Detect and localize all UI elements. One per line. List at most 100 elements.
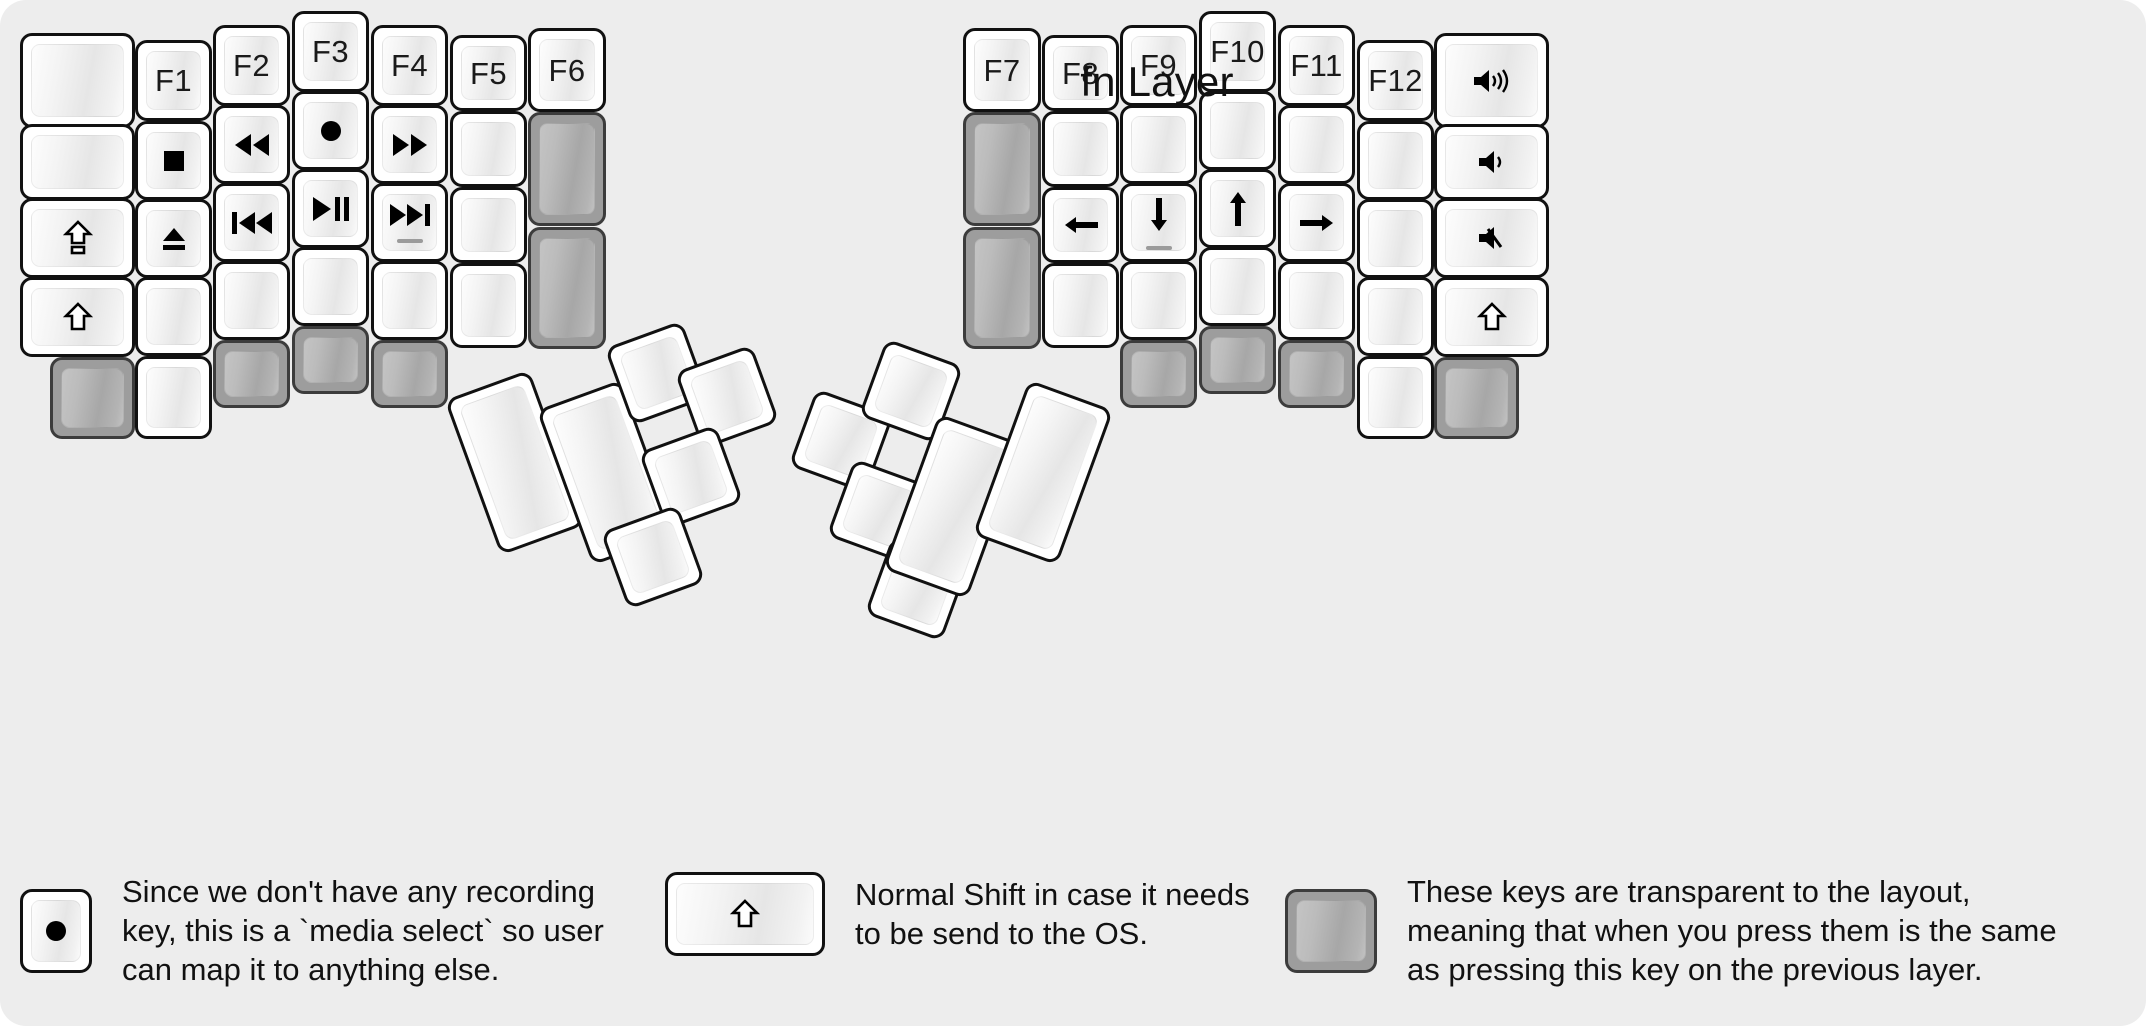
key-r-c4-f10-label-group: F10	[1211, 36, 1264, 67]
key-l-c1-r5[interactable]	[50, 357, 135, 439]
key-r-c1-f7-cap: F7	[974, 39, 1030, 101]
key-r-c4-f10[interactable]: F10	[1199, 11, 1276, 92]
key-l-c7-f6-cap: F6	[539, 39, 595, 101]
key-r-c5-r5[interactable]	[1278, 340, 1355, 408]
key-l-c3-r4[interactable]	[213, 261, 290, 340]
legend-item-3: These keys are transparent to the layout…	[1285, 872, 2057, 989]
key-l-c4-r5[interactable]	[292, 326, 369, 394]
key-l-c6-r2[interactable]	[450, 111, 527, 187]
key-l-c2-r3-label-group	[158, 224, 190, 254]
key-r-c1-r3[interactable]	[963, 227, 1041, 349]
key-r-c4-r3[interactable]	[1199, 169, 1276, 248]
key-r-c5-f11[interactable]: F11	[1278, 25, 1355, 106]
key-r-c6-r2-cap	[1368, 132, 1423, 189]
key-r-c1-f7[interactable]: F7	[963, 28, 1041, 112]
capslock-icon	[62, 219, 93, 257]
key-l-c4-f3[interactable]: F3	[292, 11, 369, 92]
key-r-c7-r1[interactable]	[1434, 33, 1549, 128]
key-r-thumb-big-2-cap	[986, 393, 1100, 552]
key-r-c3-r4-cap	[1131, 272, 1186, 329]
record-key-sample-cap	[31, 899, 81, 962]
key-l-c6-f5[interactable]: F5	[450, 35, 527, 111]
key-r-c1-r2[interactable]	[963, 112, 1041, 226]
key-r-c5-r4[interactable]	[1278, 261, 1355, 340]
key-l-c1-r1[interactable]	[20, 33, 135, 128]
key-r-c6-r2[interactable]	[1357, 121, 1434, 200]
key-r-c2-r3[interactable]	[1042, 187, 1119, 263]
legend-key-1	[20, 888, 92, 973]
key-r-c6-r4-cap	[1368, 288, 1423, 345]
key-r-c5-r3[interactable]	[1278, 183, 1355, 262]
key-r-c7-r4-cap	[1445, 288, 1538, 346]
key-l-c3-r3[interactable]	[213, 183, 290, 262]
key-r-c3-f9[interactable]: F9	[1120, 25, 1197, 106]
key-r-c6-r4[interactable]	[1357, 277, 1434, 356]
key-r-c6-r3[interactable]	[1357, 199, 1434, 278]
key-r-c2-r4[interactable]	[1042, 263, 1119, 348]
key-l-c7-r2[interactable]	[528, 112, 606, 226]
key-l-c2-r4[interactable]	[135, 277, 212, 356]
record-key-sample[interactable]	[20, 888, 92, 973]
key-l-c7-f6[interactable]: F6	[528, 28, 606, 112]
key-r-c6-r5[interactable]	[1357, 356, 1434, 439]
eject-icon	[158, 224, 190, 254]
key-l-c5-r3[interactable]	[371, 183, 448, 262]
key-l-c2-r5[interactable]	[135, 356, 212, 439]
key-r-c5-r3-cap	[1289, 194, 1344, 251]
key-l-c5-r4[interactable]	[371, 261, 448, 340]
key-l-c1-r3[interactable]	[20, 198, 135, 278]
key-r-c3-r2[interactable]	[1120, 105, 1197, 184]
key-l-c5-r2[interactable]	[371, 105, 448, 184]
key-l-c4-r3-cap	[303, 180, 358, 237]
key-l-c2-r3[interactable]	[135, 199, 212, 278]
key-l-c1-r2-cap	[31, 135, 124, 189]
key-l-c5-f4[interactable]: F4	[371, 25, 448, 106]
key-l-c3-r5[interactable]	[213, 340, 290, 408]
key-l-c2-r2[interactable]	[135, 121, 212, 200]
key-l-c4-r5-cap	[303, 337, 358, 383]
key-r-c3-f9-label: F9	[1140, 48, 1177, 83]
key-l-c3-f2[interactable]: F2	[213, 25, 290, 106]
key-l-c6-r3[interactable]	[450, 187, 527, 263]
key-r-c4-r2[interactable]	[1199, 91, 1276, 170]
key-l-c7-f6-label-group: F6	[549, 55, 586, 86]
key-l-c7-r3[interactable]	[528, 227, 606, 349]
key-l-c2-r1-label: F1	[155, 63, 192, 98]
key-l-c4-r3[interactable]	[292, 169, 369, 248]
shift-key-sample[interactable]	[665, 872, 825, 956]
key-l-c2-r2-cap	[146, 132, 201, 189]
key-l-c1-r4[interactable]	[20, 277, 135, 357]
volume-down-icon	[1475, 147, 1509, 177]
key-r-c6-f12[interactable]: F12	[1357, 40, 1434, 121]
key-r-c4-r5[interactable]	[1199, 326, 1276, 394]
key-l-c4-r2[interactable]	[292, 91, 369, 170]
key-r-c5-f11-cap: F11	[1289, 36, 1344, 95]
key-l-c1-r3-label-group	[62, 219, 93, 257]
key-l-c3-r2-label-group	[232, 132, 272, 158]
key-l-c2-r5-cap	[146, 367, 201, 428]
key-l-c5-r3-label-group	[388, 202, 432, 228]
key-l-c2-r1[interactable]: F1	[135, 40, 212, 121]
legend-key-3	[1285, 888, 1377, 973]
key-r-c4-r4[interactable]	[1199, 247, 1276, 326]
key-r-c3-r3[interactable]	[1120, 183, 1197, 262]
key-r-c3-r3-homing-bar	[1145, 246, 1172, 250]
key-r-c7-r3[interactable]	[1434, 198, 1549, 278]
key-r-c3-r5[interactable]	[1120, 340, 1197, 408]
key-l-c3-r2[interactable]	[213, 105, 290, 184]
key-r-c7-r4[interactable]	[1434, 277, 1549, 357]
key-l-c4-r4-cap	[303, 258, 358, 315]
key-l-c4-r3-label-group	[311, 195, 351, 223]
key-l-c6-r4[interactable]	[450, 263, 527, 348]
key-r-c7-r5[interactable]	[1434, 357, 1519, 439]
key-l-c5-r5[interactable]	[371, 340, 448, 408]
transparent-key-sample[interactable]	[1285, 888, 1377, 973]
key-r-c2-r2[interactable]	[1042, 111, 1119, 187]
key-r-c7-r2[interactable]	[1434, 124, 1549, 200]
key-r-c2-f8[interactable]: F8	[1042, 35, 1119, 111]
key-r-c5-r2[interactable]	[1278, 105, 1355, 184]
key-l-c4-r4[interactable]	[292, 247, 369, 326]
key-r-c3-r4[interactable]	[1120, 261, 1197, 340]
